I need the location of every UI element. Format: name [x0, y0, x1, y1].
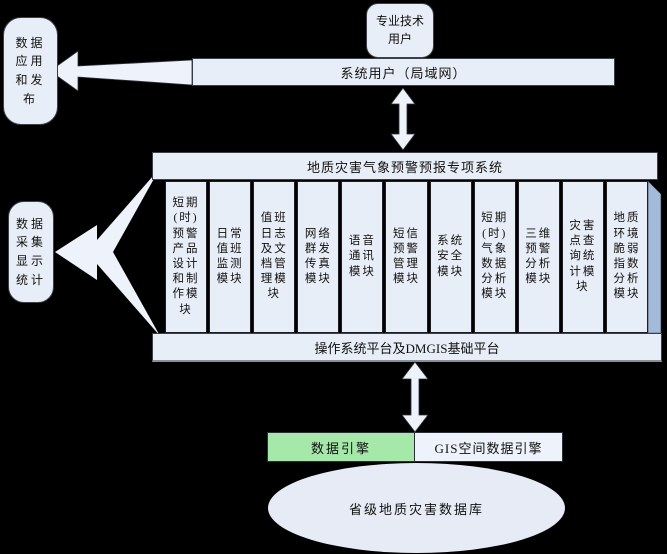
data-publish-box: 数据 应用 和发 布 [3, 17, 58, 125]
module-disaster-point-query: 灾害 点查 询统 计模 块 [561, 181, 604, 333]
module-system-security: 系统 安全 模块 [429, 181, 472, 333]
data-engine-box: 数据引擎 [267, 432, 415, 462]
module-columns: 短期 (时) 预警 产品 设计 和制 作模 块 日常 值班 监测 模块 值班 日… [165, 181, 649, 333]
module-weather-data-analysis: 短期 (时) 气象 数据 分析 模块 [473, 181, 516, 333]
professional-user-box: 专业技术 用户 [366, 3, 434, 58]
double-arrow-bottom-icon [401, 361, 429, 433]
module-voice-communication: 语音 通讯 模块 [341, 181, 384, 333]
data-collect-box: 数据 采集 显示 统计 [8, 201, 54, 303]
module-3d-warning-analysis: 三维 预警 分析 模块 [517, 181, 560, 333]
system-header-bar: 地质灾害气象预警预报专项系统 [152, 152, 658, 180]
module-geo-env-fragility-index: 地质 环境 脆弱 指数 分析 模块 [605, 181, 649, 333]
module-sms-warning-management: 短信 预警 管理 模块 [385, 181, 428, 333]
double-arrow-top-icon [390, 87, 416, 151]
module-duty-log-document: 值班 日志 及文 档管 理模 块 [253, 181, 296, 333]
provincial-database-ellipse: 省级地质灾害数据库 [268, 463, 565, 553]
lan-users-bar: 系统用户（局域网） [192, 58, 615, 86]
platform-bar: 操作系统平台及DMGIS基础平台 [152, 333, 662, 362]
module-daily-duty-monitoring: 日常 值班 监测 模块 [209, 181, 252, 333]
gis-spatial-engine-box: GIS空间数据引擎 [415, 432, 563, 462]
module-short-term-warning-product: 短期 (时) 预警 产品 设计 和制 作模 块 [165, 181, 208, 333]
module-network-group-fax: 网络 群发 传真 模块 [297, 181, 340, 333]
